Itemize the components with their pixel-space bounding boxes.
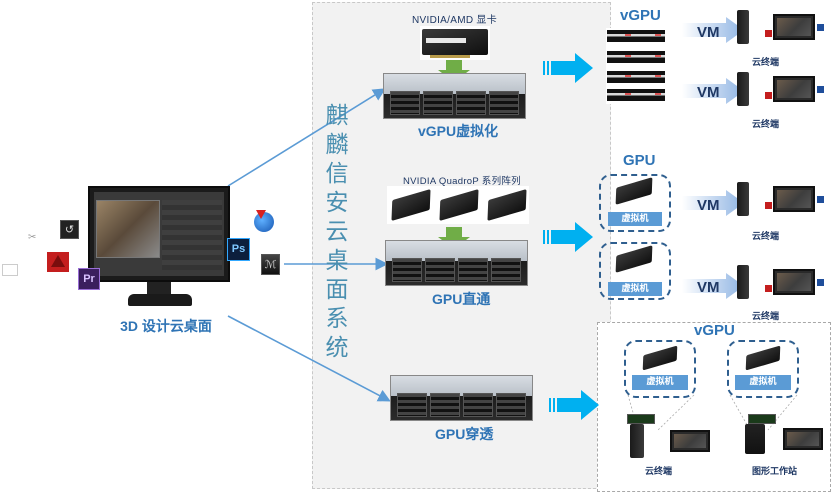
vm-label: VM xyxy=(697,197,720,214)
green-down-arrow xyxy=(438,227,470,249)
thin-client-icon xyxy=(737,72,749,106)
cloud-terminal-setup xyxy=(735,70,831,110)
monitor-icon xyxy=(773,14,815,40)
vm-label: 虚拟机 xyxy=(608,212,662,226)
terminal-label: 云终端 xyxy=(645,467,673,477)
desktop-caption: 3D 设计云桌面 xyxy=(120,318,212,334)
node-editor-panel xyxy=(162,200,222,270)
quadro-array-label: NVIDIA QuadroP 系列阵列 xyxy=(403,176,521,187)
right-arrow-icon xyxy=(549,390,599,420)
gpu-card-icon xyxy=(748,414,776,424)
vgpu-virtualization-title: vGPU虚拟化 xyxy=(418,123,499,139)
gpu-card-icon xyxy=(627,414,655,424)
cloud-terminal-setup xyxy=(735,8,831,48)
terminal-label: 云终端 xyxy=(752,312,780,322)
vgpu-slices-grid xyxy=(606,28,666,104)
penetrate-server xyxy=(390,375,533,421)
sketch-icon: ✂ xyxy=(28,232,37,243)
autocad-icon xyxy=(47,252,69,272)
title-char: 安 xyxy=(325,190,349,216)
navisworks-icon xyxy=(254,210,274,232)
photoshop-icon: Ps xyxy=(227,238,250,261)
monitor-neck xyxy=(147,282,171,296)
terminal-label: 云终端 xyxy=(752,58,780,68)
vm-label: 虚拟机 xyxy=(608,282,662,296)
thin-client-icon xyxy=(737,265,749,299)
vm-label: VM xyxy=(697,279,720,296)
vm-arrow-icon xyxy=(682,17,744,43)
right-arrow-icon xyxy=(543,53,593,83)
vm-box: 虚拟机 xyxy=(624,340,696,398)
3d-character-viewport xyxy=(96,200,160,258)
cloud-terminal-setup xyxy=(735,180,831,220)
maya-icon: ℳ xyxy=(261,254,280,275)
monitor-stand xyxy=(128,294,192,306)
thin-client-icon xyxy=(630,424,644,458)
film-icon xyxy=(2,264,18,276)
terminal-label: 云终端 xyxy=(752,120,780,130)
workstation-icon xyxy=(745,424,765,454)
title-char: 麟 xyxy=(325,132,349,158)
title-char: 麒 xyxy=(325,103,349,129)
passthrough-server xyxy=(385,240,528,286)
vm-arrow-icon xyxy=(682,190,744,216)
vm-label: VM xyxy=(697,24,720,41)
vm-label: VM xyxy=(697,84,720,101)
bottom-vgpu-title: vGPU xyxy=(694,322,735,339)
vm-label: 虚拟机 xyxy=(632,375,688,390)
vm-arrow-icon xyxy=(682,78,744,104)
vgpu-title: vGPU xyxy=(620,7,661,24)
title-char: 云 xyxy=(325,219,349,245)
monitor-icon xyxy=(773,269,815,295)
title-char: 桌 xyxy=(325,248,349,274)
workstation-label: 图形工作站 xyxy=(752,467,798,477)
title-char: 面 xyxy=(325,277,349,303)
amd-gpu-card-image xyxy=(420,26,490,60)
vgpu-card-label: NVIDIA/AMD 显卡 xyxy=(412,15,498,26)
monitor-icon xyxy=(773,76,815,102)
green-down-arrow xyxy=(438,60,470,82)
title-char: 系 xyxy=(325,306,349,332)
premiere-icon: Pr xyxy=(78,268,100,290)
gpu-penetrate-title: GPU穿透 xyxy=(435,426,494,442)
title-char: 信 xyxy=(325,161,349,187)
vertical-system-title: 麒 麟 信 安 云 桌 面 系 统 xyxy=(322,102,352,363)
vm-box: 虚拟机 xyxy=(727,340,799,398)
vm-box: 虚拟机 xyxy=(599,242,671,300)
quadro-cards-image xyxy=(387,186,529,224)
vgpu-server xyxy=(383,73,526,119)
vm-box: 虚拟机 xyxy=(599,174,671,232)
desktop-monitor xyxy=(88,186,230,282)
connector-to-penetrate xyxy=(227,315,391,402)
cloud-terminal-setup xyxy=(735,263,831,303)
terminal-label: 云终端 xyxy=(752,232,780,242)
vm-label: 虚拟机 xyxy=(735,375,791,390)
gpu-passthrough-title: GPU直通 xyxy=(432,291,491,307)
thin-client-icon xyxy=(737,10,749,44)
right-arrow-icon xyxy=(543,222,593,252)
vm-arrow-icon xyxy=(682,273,744,299)
gpu-title: GPU xyxy=(623,152,656,169)
monitor-icon xyxy=(783,428,823,450)
connector-to-vgpu xyxy=(227,88,386,187)
3ds-max-icon: ↺ xyxy=(60,220,79,239)
monitor-icon xyxy=(773,186,815,212)
monitor-icon xyxy=(670,430,710,452)
thin-client-icon xyxy=(737,182,749,216)
title-char: 统 xyxy=(325,335,349,361)
